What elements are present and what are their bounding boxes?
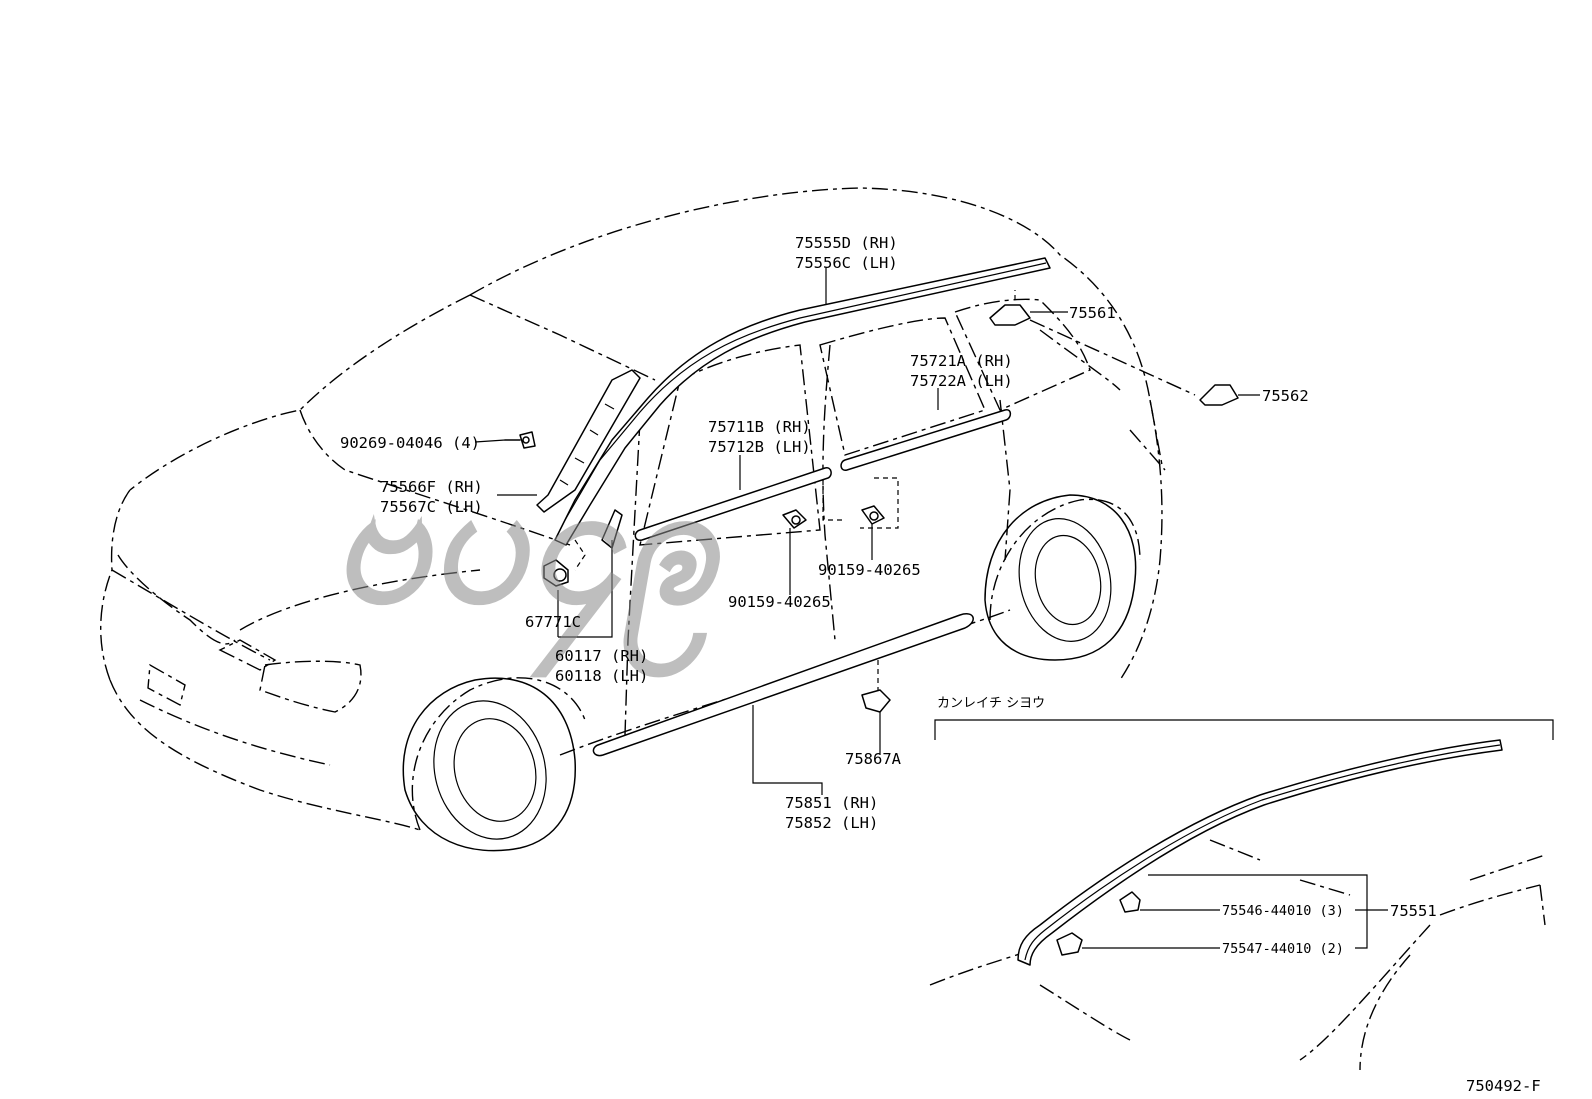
label-75711B: 75711B (RH) — [708, 418, 811, 436]
watermark: ဗပ၄ဨ — [321, 443, 748, 677]
clip-67771 — [543, 559, 569, 587]
label-67771C: 67771C — [525, 613, 581, 631]
label-75852: 75852 (LH) — [785, 814, 878, 832]
label-75567C: 75567C (LH) — [380, 498, 483, 516]
label-75722A: 75722A (LH) — [910, 372, 1013, 390]
front-tire — [402, 677, 576, 852]
inset-roof-moulding — [1017, 739, 1503, 966]
label-60117: 60117 (RH) — [555, 647, 648, 665]
inset-title: カンレイチ シヨウ — [937, 696, 1045, 711]
clip-90269 — [504, 431, 536, 449]
clip-75867 — [861, 689, 891, 713]
label-75555D: 75555D (RH) — [795, 234, 898, 252]
label-75867A: 75867A — [845, 750, 902, 768]
label-75712B: 75712B (LH) — [708, 438, 811, 456]
label-75566F: 75566F (RH) — [380, 478, 483, 496]
inset-panel — [929, 719, 1554, 1071]
screw-90159-right — [861, 505, 885, 525]
label-75551: 75551 — [1390, 902, 1437, 920]
label-75547: 75547-44010 (2) — [1222, 941, 1344, 957]
inset-clip-75547 — [1056, 932, 1083, 956]
fender-moulding — [601, 509, 623, 549]
label-60118: 60118 (LH) — [555, 667, 648, 685]
label-90269: 90269-04046 (4) — [340, 434, 480, 452]
label-75556C: 75556C (LH) — [795, 254, 898, 272]
label-75721A: 75721A (RH) — [910, 352, 1013, 370]
rocker-moulding — [592, 613, 974, 757]
rear-door-belt-moulding — [840, 409, 1012, 471]
label-75562: 75562 — [1262, 387, 1309, 405]
label-75546: 75546-44010 (3) — [1222, 903, 1344, 919]
pillar-moulding — [536, 369, 641, 513]
car-outline — [100, 187, 1166, 831]
clip-75562 — [1199, 384, 1239, 406]
label-90159-left: 90159-40265 — [728, 593, 831, 611]
label-75561: 75561 — [1069, 304, 1116, 322]
screw-90159-left — [782, 509, 807, 529]
clip-75561 — [989, 304, 1031, 326]
label-75851: 75851 (RH) — [785, 794, 878, 812]
rear-tire — [984, 494, 1137, 661]
label-90159-right: 90159-40265 — [818, 561, 921, 579]
roof-drip-moulding — [554, 257, 1051, 546]
figure-id: 750492-F — [1466, 1077, 1541, 1095]
inset-clip-75546 — [1119, 891, 1141, 913]
front-door-belt-moulding — [634, 467, 832, 541]
leader-lines — [474, 268, 1260, 795]
